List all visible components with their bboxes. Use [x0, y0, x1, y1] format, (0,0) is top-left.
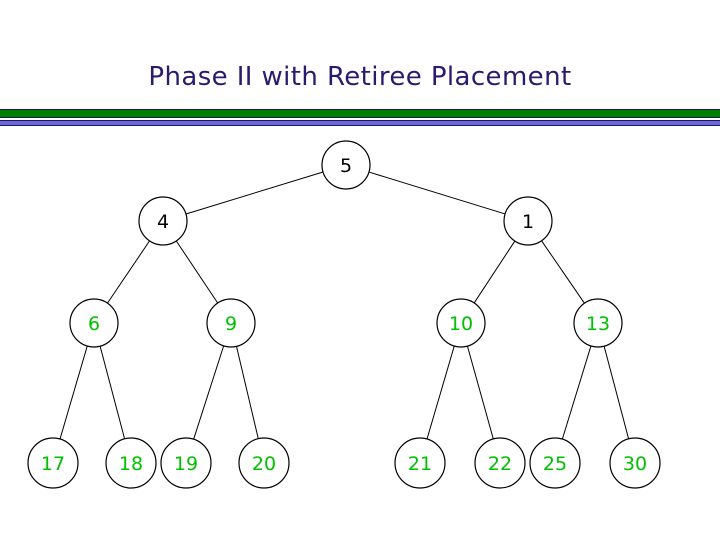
tree-node-9[interactable]: 9: [206, 298, 256, 348]
tree-edge-5-1: [368, 171, 506, 215]
tree-node-circle: [573, 298, 623, 348]
tree-node-label: 6: [88, 313, 100, 335]
tree-edge-6-17: [59, 345, 88, 440]
tree-node-circle: [69, 298, 119, 348]
tree-edge-1-13: [541, 240, 585, 304]
tree-edge-5-4: [185, 171, 324, 215]
tree-node-circle: [105, 437, 157, 489]
tree-node-circle: [321, 140, 371, 190]
tree-node-1[interactable]: 1: [503, 196, 553, 246]
tree-node-label: 5: [340, 155, 352, 177]
tree-node-10[interactable]: 10: [436, 298, 486, 348]
tree-node-label: 30: [623, 453, 647, 475]
tree-edge-1-10: [473, 240, 516, 304]
tree-node-label: 1: [522, 211, 534, 233]
tree-node-label: 18: [119, 453, 143, 475]
tree-node-25[interactable]: 25: [529, 437, 581, 489]
tree-node-label: 10: [449, 313, 473, 335]
tree-node-22[interactable]: 22: [474, 437, 526, 489]
title-divider-green: [0, 109, 720, 118]
tree-edge-9-20: [236, 346, 259, 439]
tree-node-circle: [206, 298, 256, 348]
tree-node-20[interactable]: 20: [238, 437, 290, 489]
tree-edge-9-19: [193, 345, 225, 440]
tree-node-circle: [436, 298, 486, 348]
tree-edge-layer: [59, 171, 630, 440]
tree-node-circle: [238, 437, 290, 489]
tree-edge-13-25: [561, 345, 592, 440]
tree-node-circle: [474, 437, 526, 489]
tree-node-19[interactable]: 19: [160, 437, 212, 489]
tree-node-circle: [529, 437, 581, 489]
tree-node-label: 9: [225, 313, 237, 335]
tree-node-layer: 5 4 1 6 9 10 13 17 18 19 20 21 22 25 30: [27, 140, 661, 489]
title-divider-blue: [0, 120, 720, 126]
tree-node-4[interactable]: 4: [138, 196, 188, 246]
tree-node-circle: [27, 437, 79, 489]
tree-node-30[interactable]: 30: [609, 437, 661, 489]
tree-node-5[interactable]: 5: [321, 140, 371, 190]
tree-node-label: 4: [157, 211, 169, 233]
tree-node-circle: [138, 196, 188, 246]
tree-node-label: 17: [41, 453, 65, 475]
tree-node-label: 13: [586, 313, 610, 335]
tree-node-label: 20: [252, 453, 276, 475]
tree-node-18[interactable]: 18: [105, 437, 157, 489]
tree-node-6[interactable]: 6: [69, 298, 119, 348]
tree-node-label: 19: [174, 453, 198, 475]
tree-edge-10-21: [426, 345, 455, 440]
tree-edge-4-9: [175, 240, 219, 304]
tree-node-17[interactable]: 17: [27, 437, 79, 489]
tree-node-label: 21: [408, 453, 432, 475]
page-title: Phase II with Retiree Placement: [148, 62, 572, 92]
tree-node-circle: [160, 437, 212, 489]
tree-edge-10-22: [466, 345, 494, 440]
tree-node-21[interactable]: 21: [394, 437, 446, 489]
tree-node-circle: [609, 437, 661, 489]
tree-edge-4-6: [107, 240, 150, 304]
tree-node-13[interactable]: 13: [573, 298, 623, 348]
tree-node-circle: [503, 196, 553, 246]
tree-edge-13-30: [603, 346, 630, 439]
tree-node-label: 22: [488, 453, 512, 475]
tree-node-circle: [394, 437, 446, 489]
tree-edge-6-18: [99, 346, 126, 439]
tree-node-label: 25: [543, 453, 567, 475]
